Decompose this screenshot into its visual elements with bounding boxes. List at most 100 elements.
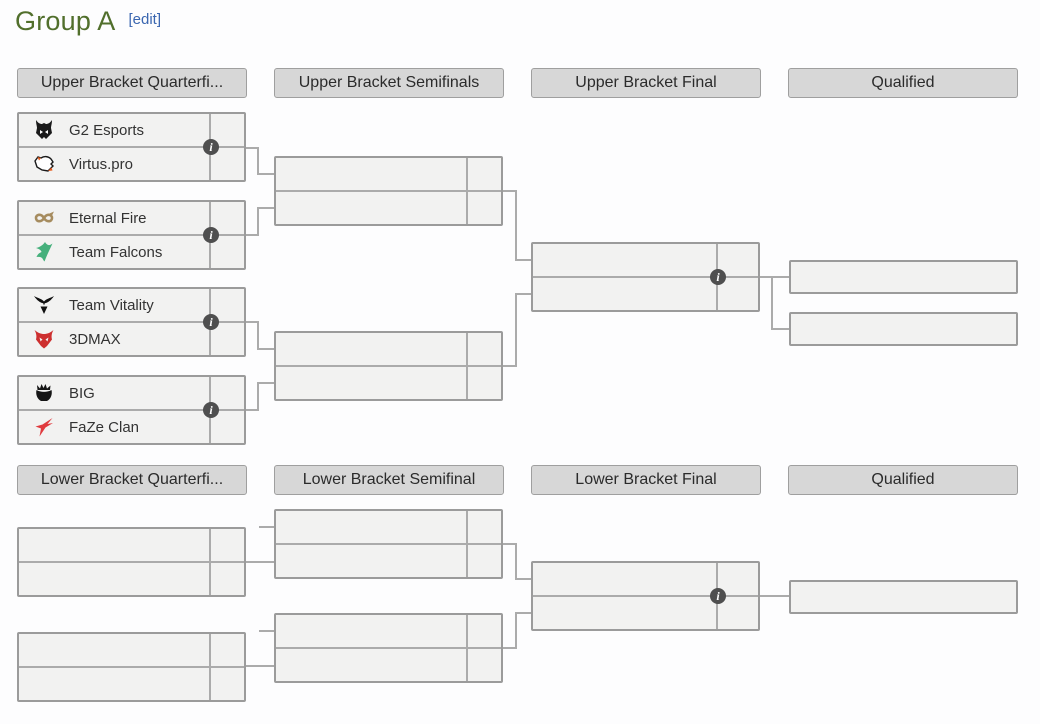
score-cell xyxy=(209,377,244,409)
big-logo-icon xyxy=(19,381,69,405)
team-name[interactable]: G2 Esports xyxy=(69,121,145,139)
team-name[interactable]: Team Vitality xyxy=(69,296,154,314)
score-cell xyxy=(209,634,244,666)
empty-team-row xyxy=(533,244,758,276)
empty-team-row xyxy=(276,511,501,543)
score-cell xyxy=(466,158,501,190)
team-row[interactable]: Eternal Fire xyxy=(19,202,244,234)
match-ub-final: i xyxy=(531,242,760,312)
score-cell xyxy=(466,367,501,399)
empty-team-row xyxy=(276,158,501,190)
match-ub-semifinal-1 xyxy=(274,156,503,226)
team-name[interactable]: Eternal Fire xyxy=(69,209,147,227)
header-lower-qualified: Qualified xyxy=(788,465,1018,495)
empty-team-row xyxy=(19,529,244,561)
score-cell xyxy=(209,114,244,146)
team-vitality-logo-icon xyxy=(19,293,69,317)
match-lb-final: i xyxy=(531,561,760,631)
score-cell xyxy=(209,289,244,321)
header-upper-qualified: Qualified xyxy=(788,68,1018,98)
connector-ubqf2-ubsf1 xyxy=(246,207,274,236)
match-info-icon[interactable]: i xyxy=(710,588,726,604)
empty-team-row xyxy=(533,276,758,310)
score-cell xyxy=(466,545,501,577)
score-cell xyxy=(716,244,758,276)
score-cell xyxy=(209,236,244,268)
match-lb-semifinal-1 xyxy=(274,509,503,579)
connector-ubqf3-ubsf2 xyxy=(246,321,274,350)
match-ub-quarterfinal-4: BIG FaZe Clan i xyxy=(17,375,246,445)
match-ub-quarterfinal-3: Team Vitality 3DMAX i xyxy=(17,287,246,357)
qualified-slot-lower xyxy=(789,580,1018,614)
match-lb-quarterfinal-1 xyxy=(17,527,246,597)
qualified-slot-upper-2 xyxy=(789,312,1018,346)
score-cell xyxy=(209,529,244,561)
match-info-icon[interactable]: i xyxy=(710,269,726,285)
qualified-slot-upper-1 xyxy=(789,260,1018,294)
team-name[interactable]: 3DMAX xyxy=(69,330,121,348)
empty-team-row xyxy=(276,333,501,365)
connector-lbsf2-lbf xyxy=(503,612,531,649)
score-cell xyxy=(716,278,758,310)
header-lower-bracket-quarterfinals: Lower Bracket Quarterfi... xyxy=(17,465,247,495)
match-lb-semifinal-2 xyxy=(274,613,503,683)
match-lb-quarterfinal-2 xyxy=(17,632,246,702)
match-info-icon[interactable]: i xyxy=(203,314,219,330)
empty-team-row xyxy=(276,543,501,577)
header-upper-bracket-final: Upper Bracket Final xyxy=(531,68,761,98)
empty-team-row xyxy=(276,615,501,647)
team-row[interactable]: Team Falcons xyxy=(19,234,244,268)
match-ub-semifinal-2 xyxy=(274,331,503,401)
empty-team-row xyxy=(276,647,501,681)
score-cell xyxy=(466,615,501,647)
score-cell xyxy=(716,597,758,629)
match-ub-quarterfinal-2: Eternal Fire Team Falcons i xyxy=(17,200,246,270)
team-row[interactable]: 3DMAX xyxy=(19,321,244,355)
match-info-icon[interactable]: i xyxy=(203,402,219,418)
header-lower-bracket-semifinal: Lower Bracket Semifinal xyxy=(274,465,504,495)
page-title: Group A xyxy=(15,6,116,36)
team-name[interactable]: Team Falcons xyxy=(69,243,163,261)
connector-lbsf1-lbf xyxy=(503,543,531,580)
connector-ubqf4-ubsf2 xyxy=(246,382,274,411)
match-info-icon[interactable]: i xyxy=(203,139,219,155)
empty-team-row xyxy=(276,190,501,224)
eternal-fire-logo-icon xyxy=(19,206,69,230)
g2-esports-logo-icon xyxy=(19,118,69,142)
team-name[interactable]: FaZe Clan xyxy=(69,418,140,436)
header-upper-bracket-semifinals: Upper Bracket Semifinals xyxy=(274,68,504,98)
match-ub-quarterfinal-1: G2 Esports Virtus.pro i xyxy=(17,112,246,182)
score-cell xyxy=(209,668,244,700)
team-name[interactable]: BIG xyxy=(69,384,95,402)
score-cell xyxy=(466,649,501,681)
score-cell xyxy=(209,411,244,443)
team-name[interactable]: Virtus.pro xyxy=(69,155,133,173)
virtus-pro-logo-icon xyxy=(19,152,69,176)
empty-team-row xyxy=(533,563,758,595)
score-cell xyxy=(209,323,244,355)
team-row[interactable]: Virtus.pro xyxy=(19,146,244,180)
score-cell xyxy=(209,563,244,595)
header-upper-bracket-quarterfinals: Upper Bracket Quarterfi... xyxy=(17,68,247,98)
connector-ubf-qualified2 xyxy=(771,277,789,330)
3dmax-logo-icon xyxy=(19,327,69,351)
team-row[interactable]: Team Vitality xyxy=(19,289,244,321)
empty-team-row xyxy=(533,595,758,629)
team-row[interactable]: BIG xyxy=(19,377,244,409)
edit-link[interactable]: [edit] xyxy=(128,11,161,28)
empty-team-row xyxy=(19,666,244,700)
team-row[interactable]: G2 Esports xyxy=(19,114,244,146)
score-cell xyxy=(466,333,501,365)
match-info-icon[interactable]: i xyxy=(203,227,219,243)
header-lower-bracket-final: Lower Bracket Final xyxy=(531,465,761,495)
connector-ubsf2-ubf xyxy=(503,293,531,367)
faze-clan-logo-icon xyxy=(19,415,69,439)
connector-ubqf1-ubsf1 xyxy=(246,147,274,175)
connector-ubsf1-ubf xyxy=(503,190,531,261)
team-falcons-logo-icon xyxy=(19,240,69,264)
empty-team-row xyxy=(276,365,501,399)
team-row[interactable]: FaZe Clan xyxy=(19,409,244,443)
score-cell xyxy=(209,148,244,180)
